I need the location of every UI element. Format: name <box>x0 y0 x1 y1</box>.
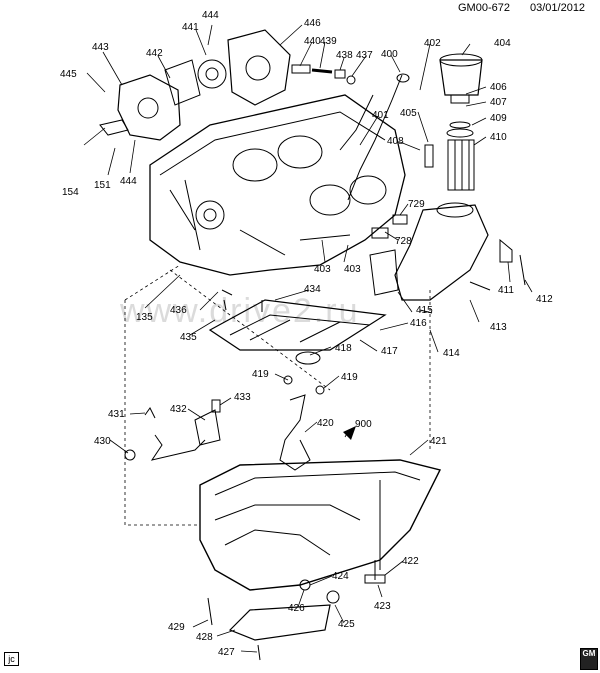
view-arrow-icon <box>343 426 356 440</box>
callout-427: 427 <box>218 647 235 658</box>
callout-728: 728 <box>395 236 412 247</box>
callout-437: 437 <box>356 50 373 61</box>
callout-445: 445 <box>60 69 77 80</box>
callout-900: 900 <box>355 419 372 430</box>
callout-442: 442 <box>146 48 163 59</box>
callout-411: 411 <box>498 285 514 296</box>
relief-valve-parts <box>291 64 356 85</box>
callout-412: 412 <box>536 294 553 305</box>
callout-404: 404 <box>494 38 511 49</box>
reference-lines <box>124 264 431 526</box>
callout-154: 154 <box>62 187 79 198</box>
callout-425: 425 <box>338 619 355 630</box>
callout-135: 135 <box>136 312 153 323</box>
filter-adapter-bolts <box>419 238 526 314</box>
callout-402: 402 <box>424 38 441 49</box>
callout-407: 407 <box>490 97 507 108</box>
oil-pan <box>199 459 442 604</box>
callout-444a: 444 <box>202 10 219 21</box>
callout-428: 428 <box>196 632 213 643</box>
jc-badge: jc <box>4 652 19 666</box>
callout-422: 422 <box>402 556 419 567</box>
sensor-parts <box>369 214 408 296</box>
callout-421: 421 <box>430 436 447 447</box>
callout-436: 436 <box>170 305 187 316</box>
callout-416: 416 <box>410 318 427 329</box>
callout-409: 409 <box>490 113 507 124</box>
callout-151: 151 <box>94 180 111 191</box>
gm-logo-icon: GM <box>580 648 598 670</box>
callout-439: 439 <box>320 36 337 47</box>
callout-434: 434 <box>304 284 321 295</box>
callout-429: 429 <box>168 622 185 633</box>
callout-433: 433 <box>234 392 251 403</box>
oil-filter-assembly <box>394 53 489 301</box>
callout-403a: 403 <box>314 264 331 275</box>
callout-410: 410 <box>490 132 507 143</box>
watermark: www.drive2.ru <box>120 292 360 330</box>
callout-426: 426 <box>288 603 305 614</box>
diagram-date: 03/01/2012 <box>530 2 586 14</box>
callout-403b: 403 <box>344 264 361 275</box>
callout-417: 417 <box>381 346 398 357</box>
callout-405: 405 <box>400 108 417 119</box>
dipstick <box>339 73 410 201</box>
callout-435: 435 <box>180 332 197 343</box>
oil-pickup-tube <box>279 375 325 471</box>
callout-406: 406 <box>490 82 507 93</box>
oil-pump-assembly <box>99 29 291 141</box>
callout-430: 430 <box>94 436 111 447</box>
callout-418: 418 <box>335 343 352 354</box>
oil-level-sensor <box>124 399 221 461</box>
callout-401: 401 <box>372 110 389 121</box>
callout-443: 443 <box>92 42 109 53</box>
callout-444b: 444 <box>120 176 137 187</box>
windage-tray <box>208 289 387 365</box>
callout-420: 420 <box>317 418 334 429</box>
callout-438: 438 <box>336 50 353 61</box>
callout-414: 414 <box>443 348 460 359</box>
callout-424: 424 <box>332 571 349 582</box>
callout-431: 431 <box>108 409 125 420</box>
callout-408: 408 <box>387 136 404 147</box>
leader-lines <box>83 24 533 653</box>
callout-440: 440 <box>304 36 321 47</box>
callout-419b: 419 <box>341 372 358 383</box>
callout-423: 423 <box>374 601 391 612</box>
callout-729: 729 <box>408 199 425 210</box>
callout-400: 400 <box>381 49 398 60</box>
callout-415: 415 <box>416 305 433 316</box>
callout-419a: 419 <box>252 369 269 380</box>
callout-413: 413 <box>490 322 507 333</box>
callout-432: 432 <box>170 404 187 415</box>
callout-441: 441 <box>182 22 199 33</box>
oil-pan-cover <box>207 597 331 661</box>
diagram-id: GM00-672 <box>458 2 510 14</box>
engine-block <box>149 94 406 276</box>
callout-446: 446 <box>304 18 321 29</box>
